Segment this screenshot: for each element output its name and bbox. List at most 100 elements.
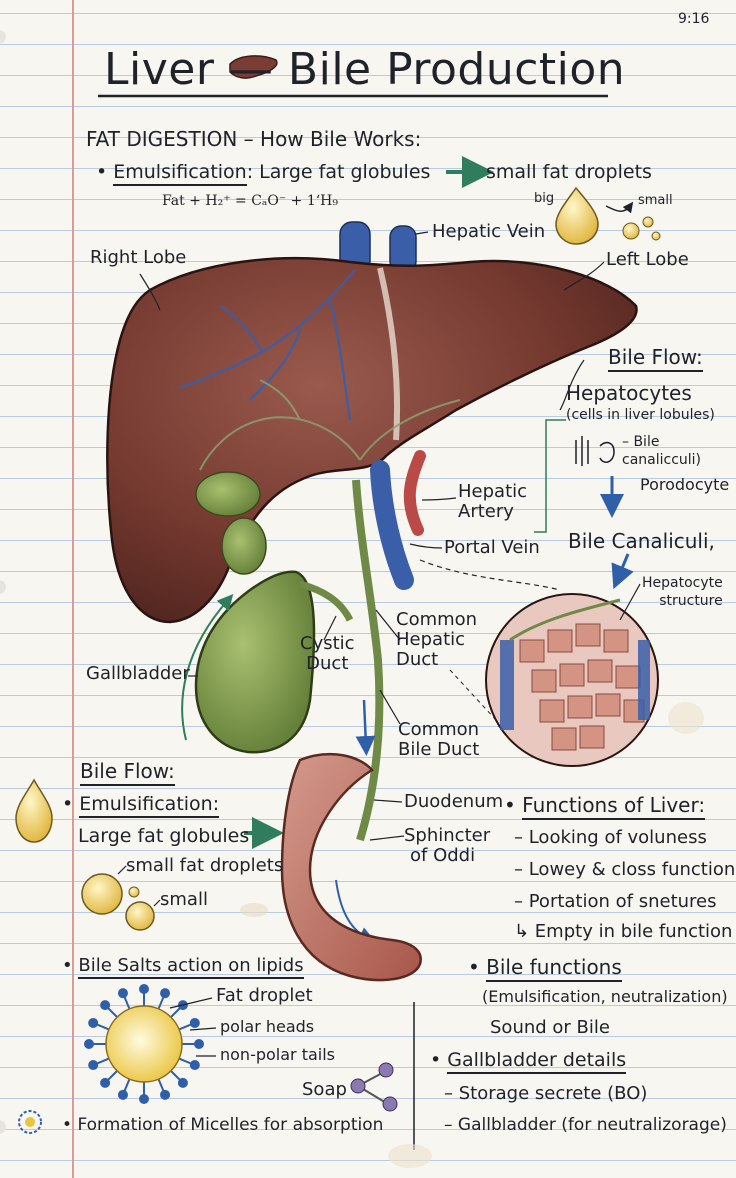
liver-icon	[229, 55, 278, 79]
small-droplet-icon	[642, 216, 654, 228]
flow-arrow	[181, 593, 234, 741]
droplet-icon	[125, 901, 155, 931]
soap-molecule-icon	[350, 1062, 398, 1112]
duodenum-label: Duodenum	[404, 791, 504, 812]
time-stamp: 9:16	[678, 11, 710, 27]
bile-canal-line	[509, 598, 621, 642]
canaliculi-sketch	[575, 436, 615, 466]
functions-heading: • Functions of Liver:	[504, 793, 706, 820]
nonpolar-tail	[178, 1057, 193, 1065]
paper-stain	[388, 1144, 432, 1168]
function-item: – Portation of snetures	[514, 891, 717, 912]
chemical-equation: Fat + H₂⁺ = CₐO⁻ + 1ʻH₉	[162, 193, 338, 209]
sinusoid-vessel	[638, 640, 650, 720]
nonpolar-tail	[95, 1057, 110, 1065]
sinusoid-vessel	[500, 640, 514, 730]
small-droplets-text: small fat droplets	[126, 855, 284, 876]
polar-head	[160, 988, 171, 999]
sound-bile-text: Sound or Bile	[490, 1017, 610, 1038]
fat-drop-icon	[15, 778, 53, 843]
label-leader	[117, 865, 127, 875]
micelle-small-icon	[18, 1110, 42, 1134]
flow-arrow	[355, 699, 376, 756]
small-text: small	[160, 889, 208, 910]
flow-arrow	[611, 553, 634, 590]
gallbladder-neck	[195, 471, 261, 517]
curved-arrow-icon	[605, 201, 634, 214]
nonpolar-tail	[178, 1023, 193, 1031]
bile-functions-detail: (Emulsification, neutralization)	[482, 987, 728, 1006]
nonpolar-tail	[157, 1078, 165, 1093]
nonpolar-tails-label: non-polar tails	[220, 1045, 336, 1064]
hepatocytes-label: Hepatocytes	[566, 381, 692, 405]
emulsification-line: • Emulsification: Large fat globules	[96, 161, 430, 186]
gallbladder-detail-item: – Gallbladder (for neutralizorage)	[444, 1115, 727, 1135]
left-emulsification: • Emulsification:	[62, 793, 220, 818]
gallbladder-organ	[194, 570, 316, 754]
gallbladder-details-heading: • Gallbladder details	[430, 1049, 627, 1074]
porodocyte-label: Porodocyte	[640, 475, 730, 494]
page-title: Liver — Bile Production	[104, 44, 626, 95]
punch-hole	[0, 1120, 6, 1134]
polar-head	[189, 1017, 200, 1028]
small-label: small	[638, 193, 673, 208]
gallbladder-detail-item: – Storage secrete (BO)	[444, 1083, 648, 1104]
bile-functions-heading: • Bile functions	[468, 955, 622, 982]
droplet-icon	[128, 886, 140, 898]
soap-label: Soap	[302, 1079, 347, 1100]
common-bile-duct	[352, 479, 384, 842]
portal-vein-label: Portal Vein	[444, 537, 540, 558]
bile-canaliculi-label: Bile Canaliculi,	[568, 529, 715, 553]
polar-head	[84, 1039, 94, 1049]
micelles-text: • Formation of Micelles for absorption	[62, 1115, 384, 1135]
bile-flow-left-heading: Bile Flow:	[80, 759, 175, 786]
micelle-diagram	[84, 984, 204, 1104]
hepatic-artery-vessel	[403, 450, 426, 536]
duodenum-organ	[280, 752, 422, 982]
large-globules-text: Large fat globules	[78, 825, 250, 847]
small-droplet-icon	[651, 231, 661, 241]
bile-flow-right-heading: Bile Flow:	[608, 345, 703, 372]
title-text: Liver — Bile Production	[104, 44, 626, 95]
polar-head	[139, 984, 149, 994]
polar-head	[139, 1094, 149, 1104]
big-droplet-icon	[555, 186, 599, 245]
polar-head	[177, 1077, 188, 1088]
polar-heads-label: polar heads	[220, 1017, 315, 1036]
small-droplet-icon	[622, 222, 640, 240]
polar-head	[117, 1089, 128, 1100]
punch-hole	[0, 30, 6, 44]
paper-stain	[668, 702, 704, 734]
polar-head	[117, 988, 128, 999]
polar-head	[100, 1000, 111, 1011]
polar-head	[189, 1060, 200, 1071]
hepatocytes-note: (cells in liver lobules)	[566, 407, 715, 423]
liver-bile-ducts	[199, 379, 461, 471]
polar-head	[194, 1039, 204, 1049]
micelle-leaders	[169, 997, 217, 1057]
fat-digestion-heading: FAT DIGESTION – How Bile Works:	[86, 127, 422, 151]
droplet-icon	[81, 873, 123, 915]
gallbladder-neck	[221, 517, 267, 575]
cystic-duct	[299, 580, 354, 622]
polar-head	[88, 1017, 99, 1028]
label-leader	[153, 899, 161, 907]
hepatocyte-cells	[519, 623, 645, 751]
nonpolar-tail	[170, 1070, 182, 1082]
liver-veins	[179, 269, 356, 421]
dashed-connector	[419, 559, 561, 591]
function-item: – Lowey & closs function	[514, 859, 736, 880]
bracket-line	[534, 419, 566, 533]
punch-hole	[0, 580, 6, 594]
gallbladder-label: Gallbladder	[86, 663, 190, 684]
left-lobe-label: Left Lobe	[606, 249, 689, 270]
polar-head	[160, 1089, 171, 1100]
hepatic-vein-label: Hepatic Vein	[432, 221, 546, 242]
portal-vein-vessel	[370, 460, 414, 590]
nonpolar-tail	[170, 1006, 182, 1018]
